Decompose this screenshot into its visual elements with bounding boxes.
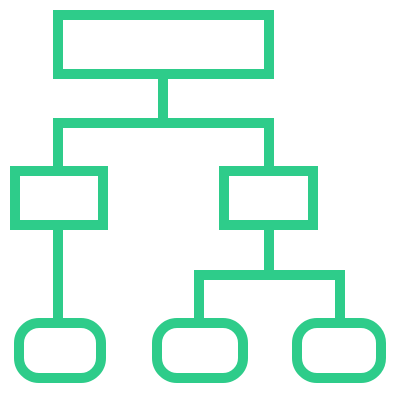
- right-middle-node-box: [219, 166, 318, 230]
- middle-leaf-node: [152, 318, 248, 383]
- right-leaf-node: [292, 318, 386, 383]
- left-middle-node-box: [10, 166, 108, 230]
- left-leaf-node: [14, 318, 106, 383]
- top-node-box: [53, 10, 274, 79]
